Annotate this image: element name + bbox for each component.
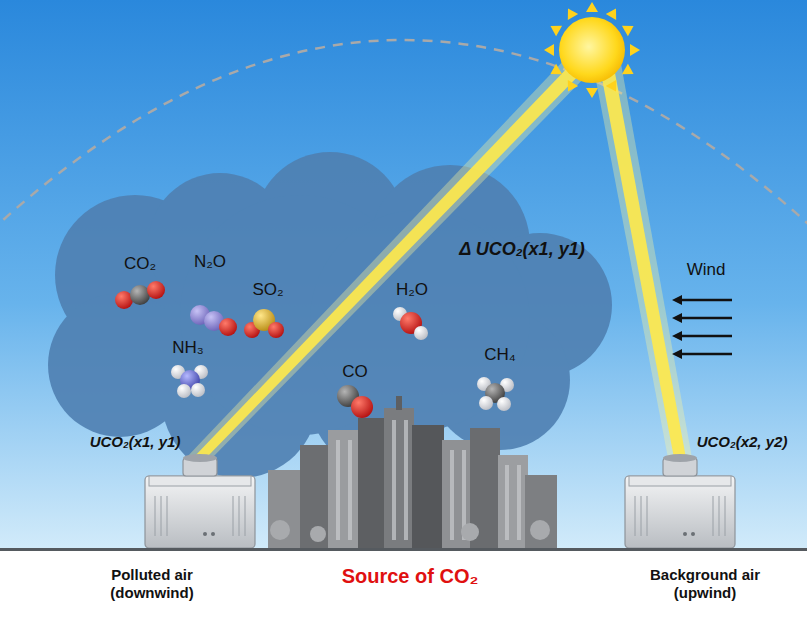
co2-molecule [115, 281, 165, 309]
so2-molecule [244, 309, 284, 338]
ground-line [0, 548, 807, 551]
site-caption: Background air (upwind) [630, 566, 780, 602]
source-caption: Source of CO₂ [342, 564, 479, 588]
spectrometer-right [625, 454, 735, 548]
ch4-molecule [477, 377, 514, 411]
n2o-molecule [190, 305, 237, 336]
co-molecule [337, 385, 373, 418]
spectrometer-left [145, 454, 255, 548]
wind-label: Wind [687, 260, 726, 280]
sun-symbol [544, 2, 640, 98]
molecule-label: SO₂ [252, 280, 283, 300]
sky-background [0, 0, 807, 550]
molecule-label: CO [342, 362, 368, 382]
city-skyline [268, 396, 557, 548]
molecule-label: CH₄ [484, 345, 516, 365]
nh3-molecule [171, 365, 208, 398]
molecule-label: N₂O [194, 252, 226, 272]
difference-label: Δ UCO₂(x1, y1) [459, 239, 584, 261]
measurement-label: UCO₂(x2, y2) [697, 433, 788, 451]
h2o-molecule [393, 307, 428, 340]
molecule-label: NH₃ [172, 338, 203, 358]
sunlight-beams [186, 58, 692, 458]
site-caption: Polluted air (downwind) [77, 566, 227, 602]
wind-arrows [680, 300, 732, 354]
molecules [115, 281, 514, 418]
molecule-label: CO₂ [124, 254, 156, 274]
molecule-label: H₂O [396, 280, 428, 300]
measurement-label: UCO₂(x1, y1) [90, 433, 181, 451]
